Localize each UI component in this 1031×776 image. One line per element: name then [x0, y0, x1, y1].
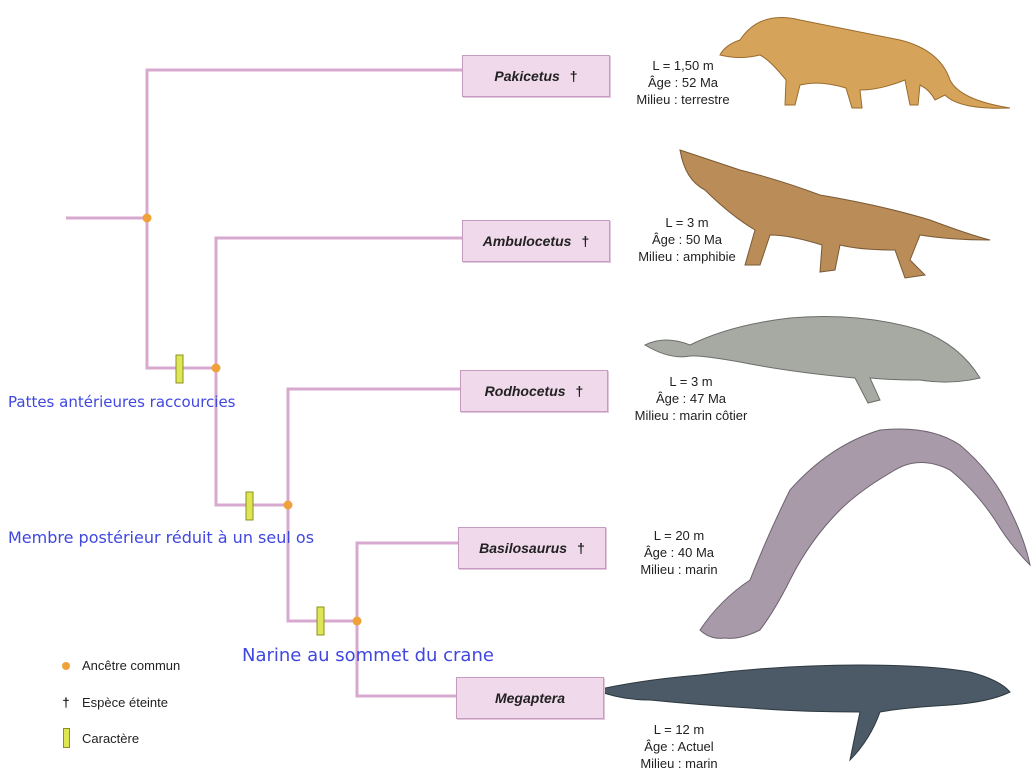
- cladogram-branches: [66, 70, 462, 696]
- legend-label: Ancêtre commun: [82, 658, 180, 673]
- character-bar: [176, 355, 183, 383]
- ancestor-node: [353, 617, 362, 626]
- age-value: Âge : 52 Ma: [608, 74, 758, 91]
- habitat-value: Milieu : marin: [604, 561, 754, 578]
- taxon-box-pakicetus: Pakicetus †: [462, 55, 610, 97]
- habitat-value: Milieu : marin: [604, 755, 754, 772]
- taxon-info-basilosaurus: L = 20 m Âge : 40 Ma Milieu : marin: [604, 527, 754, 578]
- character-bar: [317, 607, 324, 635]
- taxon-info-megaptera: L = 12 m Âge : Actuel Milieu : marin: [604, 721, 754, 772]
- age-value: Âge : 40 Ma: [604, 544, 754, 561]
- habitat-value: Milieu : marin côtier: [616, 407, 766, 424]
- ancestor-node: [212, 364, 221, 373]
- length-value: L = 20 m: [604, 527, 754, 544]
- ancestor-dot-icon: [58, 662, 74, 670]
- length-value: L = 1,50 m: [608, 57, 758, 74]
- taxon-box-ambulocetus: Ambulocetus †: [462, 220, 610, 262]
- legend-common-ancestor: Ancêtre commun: [58, 658, 180, 673]
- taxon-name: Rodhocetus: [485, 383, 566, 399]
- habitat-value: Milieu : terrestre: [608, 91, 758, 108]
- ancestor-node: [143, 214, 152, 223]
- length-value: L = 3 m: [612, 214, 762, 231]
- taxon-info-rodhocetus: L = 3 m Âge : 47 Ma Milieu : marin côtie…: [616, 373, 766, 424]
- legend-label: Espèce éteinte: [82, 695, 168, 710]
- age-value: Âge : Actuel: [604, 738, 754, 755]
- length-value: L = 12 m: [604, 721, 754, 738]
- extinct-dagger-icon: †: [576, 383, 584, 399]
- extinct-dagger-icon: †: [581, 233, 589, 249]
- character-label: Narine au sommet du crane: [242, 645, 494, 666]
- legend-label: Caractère: [82, 731, 139, 746]
- legend-character: Caractère: [58, 728, 139, 748]
- legend-extinct-species: † Espèce éteinte: [58, 695, 168, 710]
- character-label: Membre postérieur réduit à un seul os: [8, 528, 314, 547]
- taxon-name: Pakicetus: [494, 68, 559, 84]
- taxon-info-pakicetus: L = 1,50 m Âge : 52 Ma Milieu : terrestr…: [608, 57, 758, 108]
- taxon-name: Ambulocetus: [483, 233, 572, 249]
- taxon-box-megaptera: Megaptera: [456, 677, 604, 719]
- taxon-box-rodhocetus: Rodhocetus †: [460, 370, 608, 412]
- taxon-name: Basilosaurus: [479, 540, 567, 556]
- ancestor-node: [284, 501, 293, 510]
- habitat-value: Milieu : amphibie: [612, 248, 762, 265]
- length-value: L = 3 m: [616, 373, 766, 390]
- extinct-dagger-icon: †: [577, 540, 585, 556]
- age-value: Âge : 47 Ma: [616, 390, 766, 407]
- pakicetus-illustration: [720, 18, 1010, 109]
- taxon-name: Megaptera: [495, 690, 565, 706]
- character-label: Pattes antérieures raccourcies: [8, 393, 236, 411]
- ancestor-nodes: [143, 214, 362, 626]
- taxon-info-ambulocetus: L = 3 m Âge : 50 Ma Milieu : amphibie: [612, 214, 762, 265]
- taxon-box-basilosaurus: Basilosaurus †: [458, 527, 606, 569]
- extinct-dagger-icon: †: [570, 68, 578, 84]
- dagger-icon: †: [58, 695, 74, 710]
- character-bar: [246, 492, 253, 520]
- age-value: Âge : 50 Ma: [612, 231, 762, 248]
- character-bar-icon: [58, 728, 74, 748]
